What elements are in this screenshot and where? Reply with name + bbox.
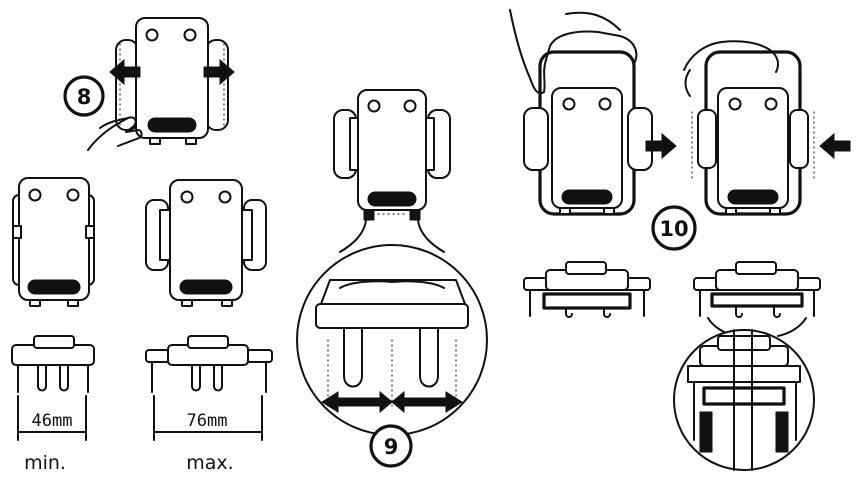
step-8-number: 8: [77, 85, 92, 109]
max-label: max.: [186, 452, 233, 474]
step-10-clip-left: [523, 261, 651, 318]
step-10-holder-pressed: [645, 40, 851, 216]
step-10-holder-inserted: [509, 9, 653, 216]
step-8-figure: [87, 17, 235, 151]
step-9-number: 9: [384, 435, 399, 459]
min-label: min.: [24, 452, 66, 474]
holder-min-front: [12, 177, 95, 307]
step-10-clip-right: [693, 261, 821, 318]
step-9-badge: [369, 424, 413, 468]
holder-min-bottom-view: [11, 335, 95, 441]
max-width-value: 76mm: [187, 411, 228, 431]
step-9-holder: [333, 89, 451, 221]
holder-max-bottom-view: [145, 335, 273, 441]
step-10-magnifier: [673, 329, 815, 471]
min-width-value: 46mm: [32, 411, 73, 431]
step-8-badge: [63, 75, 105, 117]
step-9-magnifier: [296, 244, 488, 436]
step-10-badge: [651, 205, 697, 251]
holder-max-front: [145, 179, 267, 307]
step-10-number: 10: [659, 217, 688, 241]
